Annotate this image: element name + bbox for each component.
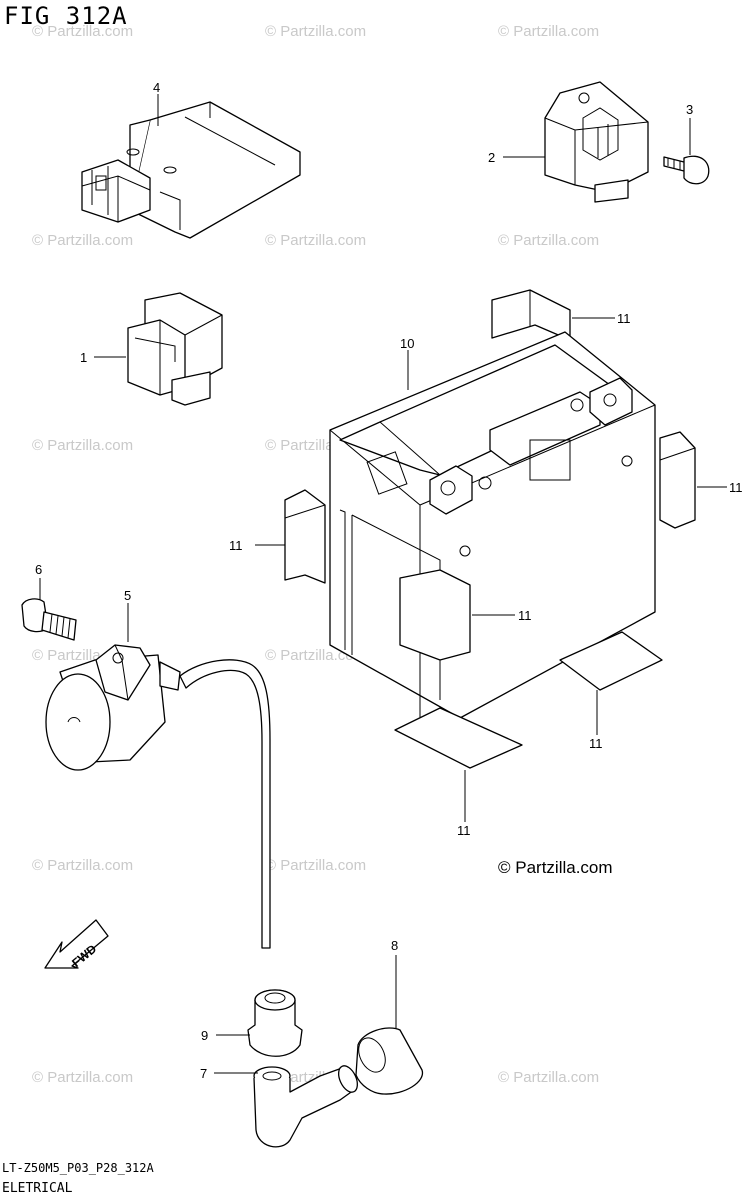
part-11-pad-bottom[interactable] bbox=[394, 707, 523, 769]
watermark: © Partzilla.com bbox=[32, 857, 133, 874]
callout-5: 5 bbox=[124, 588, 131, 603]
reference-code: LT-Z50M5_P03_P28_312A bbox=[2, 1161, 154, 1175]
figure-title: FIG 312A bbox=[4, 2, 128, 30]
callout-11c: 11 bbox=[229, 538, 243, 553]
watermark: © Partzilla.com bbox=[498, 23, 599, 40]
callout-7: 7 bbox=[200, 1066, 207, 1081]
part-11-pad-front[interactable] bbox=[399, 569, 471, 661]
callout-11a: 11 bbox=[617, 311, 631, 326]
callout-11d: 11 bbox=[518, 608, 532, 623]
watermark: © Partzilla.com bbox=[32, 232, 133, 249]
fwd-arrow-icon: FWD bbox=[44, 919, 109, 970]
copyright-notice: © Partzilla.com bbox=[498, 858, 613, 877]
callout-4: 4 bbox=[153, 80, 160, 95]
callout-11f: 11 bbox=[457, 823, 471, 838]
callout-1: 1 bbox=[80, 350, 87, 365]
part-4-control-unit[interactable] bbox=[81, 101, 301, 239]
part-11-pad-right[interactable] bbox=[659, 431, 696, 529]
watermark: © Partzilla.com bbox=[265, 857, 366, 874]
callout-2: 2 bbox=[488, 150, 495, 165]
part-11-pad-top[interactable] bbox=[491, 289, 571, 341]
callout-11b: 11 bbox=[729, 480, 743, 495]
section-name: ELETRICAL bbox=[2, 1181, 73, 1196]
part-5-ignition-coil[interactable] bbox=[45, 644, 181, 771]
part-6-bolt[interactable] bbox=[21, 598, 77, 641]
part-8-cap-cover[interactable] bbox=[354, 1027, 423, 1095]
high-tension-lead[interactable] bbox=[179, 659, 271, 949]
part-11-pad-bottom-right[interactable] bbox=[559, 631, 663, 691]
part-3-bolt[interactable] bbox=[663, 155, 710, 185]
callout-6: 6 bbox=[35, 562, 42, 577]
callout-3: 3 bbox=[686, 102, 693, 117]
part-9-grommet[interactable] bbox=[247, 989, 303, 1057]
part-1-relay[interactable] bbox=[127, 292, 223, 406]
watermark: © Partzilla.com bbox=[265, 232, 366, 249]
callout-8: 8 bbox=[391, 938, 398, 953]
callout-11e: 11 bbox=[589, 736, 603, 751]
callout-10: 10 bbox=[400, 336, 414, 351]
watermark: © Partzilla.com bbox=[32, 1069, 133, 1086]
part-11-pad-left[interactable] bbox=[284, 489, 326, 584]
part-2-regulator[interactable] bbox=[544, 81, 649, 203]
callout-9: 9 bbox=[201, 1028, 208, 1043]
watermark: © Partzilla.com bbox=[32, 437, 133, 454]
watermark: © Partzilla.com bbox=[498, 1069, 599, 1086]
part-7-plug-cap[interactable] bbox=[253, 1063, 361, 1148]
watermark: © Partzilla.com bbox=[265, 23, 366, 40]
watermark: © Partzilla.com bbox=[32, 23, 133, 40]
watermark: © Partzilla.com bbox=[498, 232, 599, 249]
